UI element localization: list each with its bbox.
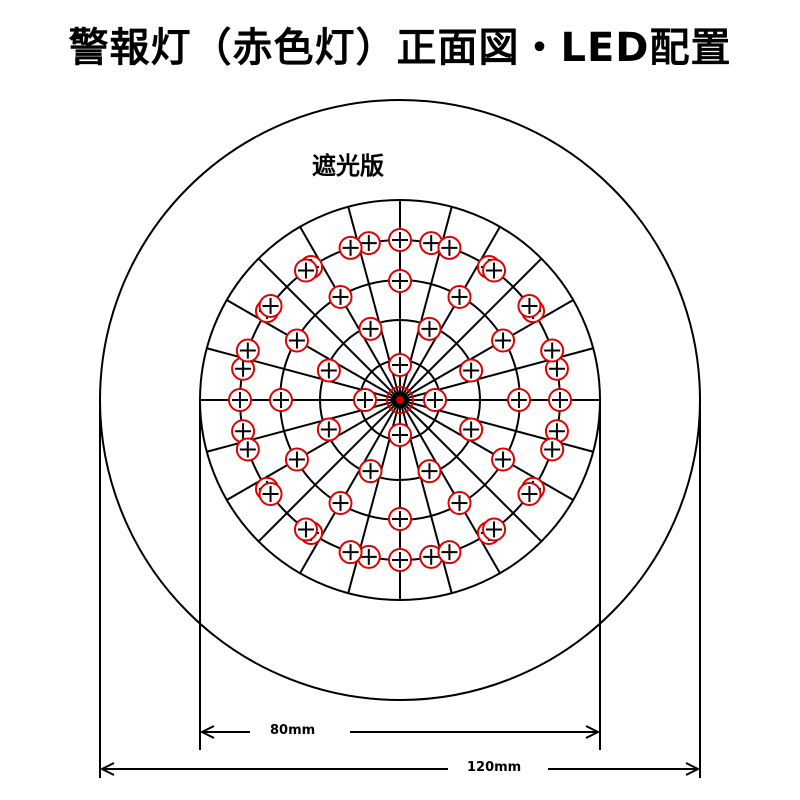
led-marker xyxy=(540,338,565,363)
led-marker xyxy=(491,328,516,353)
spoke-line xyxy=(226,299,401,401)
led-marker xyxy=(388,353,412,377)
led-marker xyxy=(269,388,293,412)
led-marker xyxy=(482,517,507,542)
light-shield-label: 遮光版 xyxy=(312,152,384,180)
led-marker xyxy=(459,358,484,383)
lens-face xyxy=(200,200,600,600)
led-marker xyxy=(328,284,353,309)
led-marker xyxy=(540,437,565,462)
led-marker xyxy=(358,316,383,341)
spoke-line xyxy=(399,399,543,543)
led-marker xyxy=(517,482,542,507)
led-marker xyxy=(358,459,383,484)
led-marker xyxy=(338,540,363,565)
led-marker xyxy=(417,459,442,484)
led-marker xyxy=(459,417,484,442)
led-marker xyxy=(284,447,309,472)
center-led-core xyxy=(396,396,404,404)
led-marker xyxy=(437,540,462,565)
center-led-ring xyxy=(386,386,414,414)
led-marker xyxy=(507,388,531,412)
spoke-line xyxy=(257,257,401,401)
spoke-line xyxy=(399,226,501,401)
spoke-line xyxy=(399,299,574,401)
led-marker xyxy=(284,328,309,353)
led-marker xyxy=(447,284,472,309)
spoke-line xyxy=(257,399,401,543)
led-marker xyxy=(353,388,377,412)
led-marker xyxy=(417,316,442,341)
led-marker xyxy=(388,228,412,252)
page-title: 警報灯（赤色灯）正面図・LED配置 xyxy=(68,25,732,71)
led-marker xyxy=(228,388,252,412)
led-marker xyxy=(258,293,283,318)
spoke-line xyxy=(399,399,574,501)
led-marker xyxy=(293,258,318,283)
led-marker xyxy=(235,437,260,462)
led-marker xyxy=(482,258,507,283)
led-marker xyxy=(316,358,341,383)
led-marker xyxy=(235,338,260,363)
led-marker xyxy=(293,517,318,542)
led-marker xyxy=(423,388,447,412)
led-marker xyxy=(258,482,283,507)
spoke-line xyxy=(299,226,401,401)
spoke-line xyxy=(399,399,501,574)
led-marker xyxy=(388,269,412,293)
led-marker xyxy=(338,235,363,260)
spoke-line xyxy=(226,399,401,501)
led-marker xyxy=(231,419,256,444)
led-marker xyxy=(388,548,412,572)
spoke-line xyxy=(399,257,543,401)
led-marker xyxy=(316,417,341,442)
led-marker xyxy=(328,491,353,516)
spoke-line xyxy=(299,399,401,574)
led-marker xyxy=(548,388,572,412)
led-marker xyxy=(491,447,516,472)
led-marker xyxy=(388,507,412,531)
led-marker xyxy=(517,293,542,318)
led-marker xyxy=(447,491,472,516)
guide-ring xyxy=(319,319,481,481)
inner-diameter-label: 80mm xyxy=(270,723,316,738)
led-marker xyxy=(388,423,412,447)
outer-diameter-label: 120mm xyxy=(467,760,522,775)
led-marker xyxy=(437,235,462,260)
